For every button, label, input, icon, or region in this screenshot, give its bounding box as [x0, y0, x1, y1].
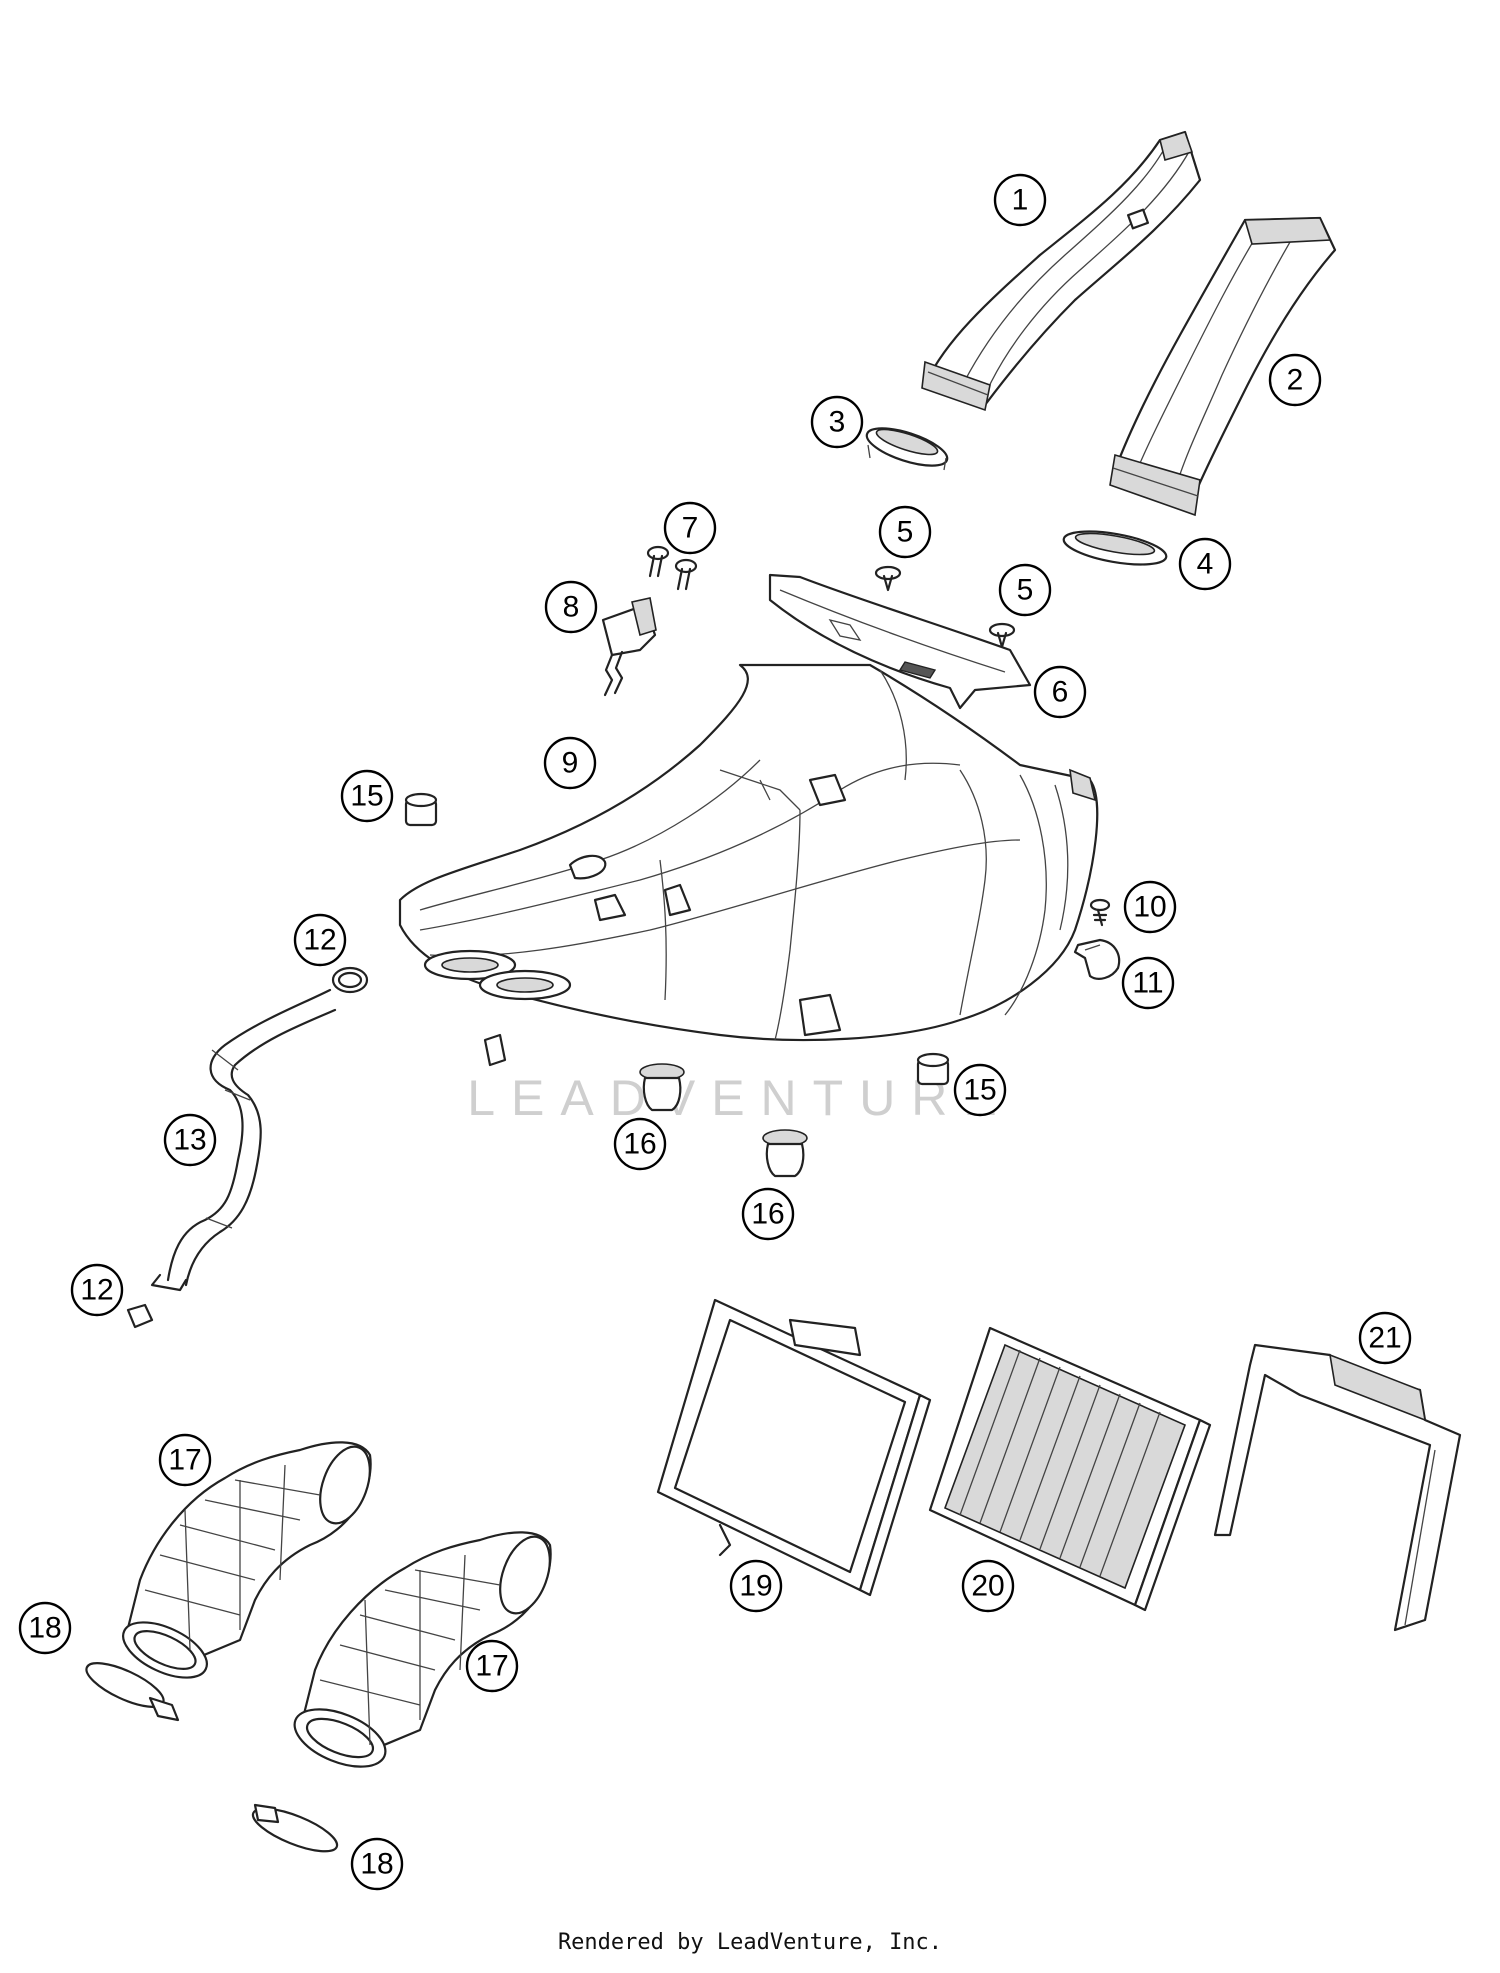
svg-text:2: 2	[1287, 364, 1304, 397]
svg-text:18: 18	[28, 1612, 61, 1645]
part-9-airbox-housing	[398, 663, 1099, 1067]
callout-15: 15	[340, 769, 394, 823]
callout-17: 17	[465, 1639, 519, 1693]
part-8-sensor	[601, 597, 657, 697]
callout-18: 18	[350, 1837, 404, 1891]
callout-7: 7	[663, 501, 717, 555]
part-18-hose-clamp	[251, 1803, 339, 1853]
svg-text:18: 18	[360, 1848, 393, 1881]
part-15-spacer	[916, 1052, 950, 1086]
callout-2: 2	[1268, 353, 1322, 407]
part-17-intake-boot	[122, 1441, 372, 1679]
part-19-filter-frame	[656, 1298, 932, 1597]
svg-text:12: 12	[80, 1274, 113, 1307]
part-1-intake-duct	[921, 130, 1202, 412]
watermark: LEADVENTURE	[467, 1070, 1013, 1126]
footer-credit: Rendered by LeadVenture, Inc.	[557, 1930, 943, 1955]
svg-text:17: 17	[475, 1650, 508, 1683]
part-11-clip	[1073, 938, 1121, 980]
callout-8: 8	[544, 580, 598, 634]
svg-text:11: 11	[1132, 967, 1163, 1000]
part-18-hose-clamp	[85, 1662, 180, 1722]
svg-text:15: 15	[350, 780, 383, 813]
part-12-clamp	[126, 1303, 154, 1329]
svg-text:8: 8	[563, 591, 580, 624]
callout-5: 5	[998, 563, 1052, 617]
svg-text:21: 21	[1368, 1322, 1401, 1355]
svg-text:15: 15	[963, 1074, 996, 1107]
callout-10: 10	[1123, 880, 1177, 934]
svg-text:16: 16	[623, 1128, 656, 1161]
part-12-clamp	[331, 966, 369, 994]
callout-5: 5	[878, 505, 932, 559]
part-17-intake-boot	[293, 1531, 552, 1768]
callout-9: 9	[543, 736, 597, 790]
part-10-screw	[1089, 898, 1111, 927]
callout-6: 6	[1033, 665, 1087, 719]
part-7-screw	[674, 558, 698, 591]
callout-12: 12	[293, 913, 347, 967]
svg-text:1: 1	[1012, 184, 1029, 217]
callout-3: 3	[810, 395, 864, 449]
svg-text:16: 16	[751, 1198, 784, 1231]
svg-text:6: 6	[1052, 676, 1069, 709]
part-2-intake-duct	[1109, 216, 1337, 517]
svg-text:7: 7	[682, 512, 699, 545]
callout-11: 11	[1121, 956, 1175, 1010]
part-13-breather-hose	[150, 988, 337, 1292]
callout-21: 21	[1358, 1311, 1412, 1365]
callout-20: 20	[961, 1559, 1015, 1613]
callout-17: 17	[158, 1433, 212, 1487]
part-3-seal-ring	[865, 427, 949, 471]
svg-text:20: 20	[971, 1570, 1004, 1603]
part-16-grommet	[762, 1129, 808, 1178]
part-21-filter-cover	[1213, 1343, 1462, 1632]
callout-1: 1	[993, 173, 1047, 227]
part-15-spacer	[404, 792, 438, 827]
callout-4: 4	[1178, 537, 1232, 591]
svg-text:9: 9	[562, 747, 579, 780]
callout-15: 15	[953, 1063, 1007, 1117]
callout-19: 19	[729, 1559, 783, 1613]
callout-13: 13	[163, 1113, 217, 1167]
svg-text:12: 12	[303, 924, 336, 957]
svg-text:17: 17	[168, 1444, 201, 1477]
callout-16: 16	[741, 1187, 795, 1241]
part-5-screw	[874, 565, 902, 592]
svg-text:4: 4	[1197, 548, 1214, 581]
part-6-airbox-lid	[768, 573, 1032, 710]
part-20-air-filter	[928, 1326, 1212, 1612]
callout-18: 18	[18, 1601, 72, 1655]
svg-text:19: 19	[739, 1570, 772, 1603]
callout-16: 16	[613, 1117, 667, 1171]
svg-text:3: 3	[829, 406, 846, 439]
part-16-grommet	[639, 1063, 685, 1112]
callout-12: 12	[70, 1263, 124, 1317]
svg-text:13: 13	[173, 1124, 206, 1157]
svg-text:10: 10	[1133, 891, 1166, 924]
part-4-seal-ring	[1062, 530, 1168, 566]
svg-text:5: 5	[897, 516, 914, 549]
svg-text:5: 5	[1017, 574, 1034, 607]
part-7-screw	[646, 545, 670, 578]
